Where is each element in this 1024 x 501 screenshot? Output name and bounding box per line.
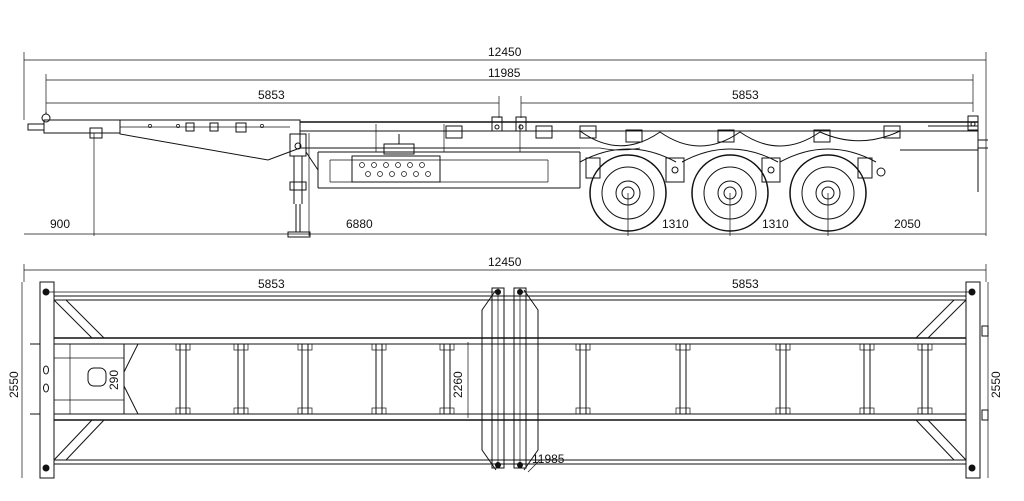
overall-length-label: 12450 bbox=[488, 45, 522, 59]
dim-overall-length: 12450 bbox=[23, 45, 987, 236]
top-dim-halves: 5853 5853 bbox=[46, 277, 973, 293]
top-dim-overall: 12450 bbox=[23, 255, 987, 282]
rear-overhang-label: 2050 bbox=[894, 217, 921, 231]
width-left-label: 2550 bbox=[7, 371, 21, 398]
chassis-side bbox=[27, 112, 988, 238]
top-right-half-label: 5853 bbox=[732, 277, 759, 291]
kingpin-plate-label: 290 bbox=[107, 370, 121, 390]
center-lock-beam: 11985 bbox=[481, 287, 565, 473]
right-half-label: 5853 bbox=[732, 88, 759, 102]
top-overall-length-label: 12450 bbox=[488, 255, 522, 269]
left-half-label: 5853 bbox=[258, 88, 285, 102]
dim-halves: 5853 5853 bbox=[46, 88, 973, 118]
frame-length-label: 11985 bbox=[488, 66, 521, 80]
top-left-half-label: 5853 bbox=[258, 277, 285, 291]
width-right-label: 2550 bbox=[989, 371, 1003, 398]
top-frame bbox=[30, 281, 989, 479]
axle-spacing-1-label: 1310 bbox=[662, 217, 689, 231]
cross-members bbox=[175, 343, 933, 415]
side-view: 12450 11985 5853 5853 bbox=[23, 45, 988, 238]
beam-width-label: 2260 bbox=[451, 371, 465, 398]
toolbox-detail bbox=[359, 162, 431, 177]
top-view: 12450 5853 5853 2550 2550 2260 290 bbox=[7, 255, 1003, 479]
wheels bbox=[579, 148, 877, 236]
top-frame-length-label: 11985 bbox=[532, 452, 565, 466]
kingpin-to-axle-label: 6880 bbox=[346, 217, 373, 231]
landing-gear bbox=[287, 133, 319, 238]
kingpin-offset-label: 900 bbox=[50, 217, 70, 231]
top-dim-width: 2550 2550 2260 290 bbox=[7, 282, 1003, 478]
dim-bottom-side: 900 6880 1310 1310 2050 bbox=[24, 217, 986, 235]
axle-spacing-2-label: 1310 bbox=[762, 217, 789, 231]
dim-frame-length: 11985 bbox=[45, 66, 974, 112]
